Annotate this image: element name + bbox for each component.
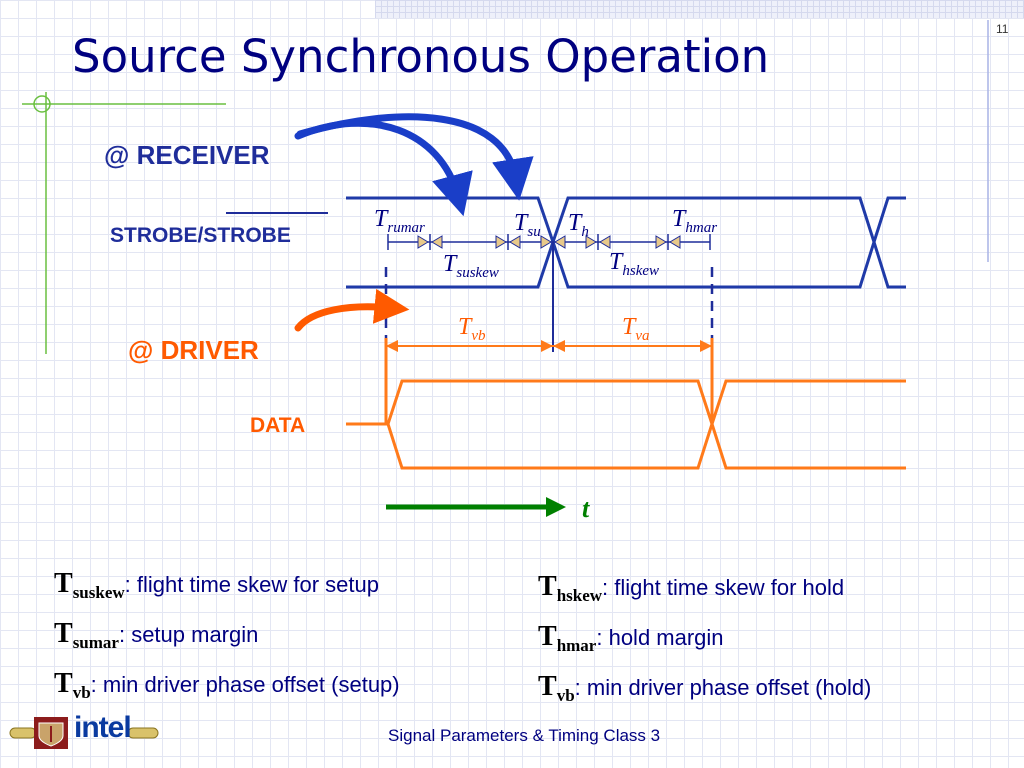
- tva-label: Tva: [622, 314, 650, 344]
- tsuskew-label: Tsuskew: [443, 251, 499, 281]
- definition-right-3: Tvb: min driver phase offset (hold): [538, 671, 872, 705]
- timing-markers: [384, 267, 714, 338]
- data-label: DATA: [250, 414, 306, 437]
- receiver-label: @ RECEIVER: [104, 140, 270, 170]
- intel-logo: intel: [74, 711, 132, 744]
- thmar-label: Thmar: [672, 206, 718, 236]
- slide-number: 11: [996, 22, 1009, 36]
- definition-left-1: Tsuskew: flight time skew for setup: [54, 568, 379, 602]
- timing-arrowheads: [417, 235, 681, 249]
- pencil-icon: [9, 727, 159, 739]
- top-band: [375, 0, 1024, 18]
- tsu-label: Tsu: [514, 210, 541, 240]
- strobe-waveform: [346, 196, 906, 289]
- definition-left-3: Tvb: min driver phase offset (setup): [54, 668, 400, 702]
- time-axis-label: t: [582, 494, 590, 523]
- th-label: Th: [568, 210, 589, 240]
- footer-text: Signal Parameters & Timing Class 3: [388, 726, 661, 745]
- data-waveform: [346, 338, 906, 470]
- university-seal-icon: [34, 717, 68, 749]
- slide-title: Source Synchronous Operation: [72, 30, 770, 83]
- trumar-label: Trumar: [374, 206, 425, 236]
- driver-arrow: [294, 288, 410, 332]
- receiver-arrows: [294, 113, 534, 217]
- strobe-label: STROBE/STROBE: [110, 224, 291, 248]
- definition-left-2: Tsumar: setup margin: [54, 618, 259, 652]
- strobe-label-rest: /STROBE: [197, 224, 291, 247]
- logo-area: [9, 717, 159, 749]
- definition-right-1: Thskew: flight time skew for hold: [538, 571, 845, 605]
- thskew-label: Thskew: [609, 249, 660, 279]
- definition-right-2: Thmar: hold margin: [538, 621, 724, 655]
- tvb-label: Tvb: [458, 314, 486, 344]
- driver-label: @ DRIVER: [128, 335, 259, 365]
- strobe-label-overbar: STROBE: [110, 224, 198, 247]
